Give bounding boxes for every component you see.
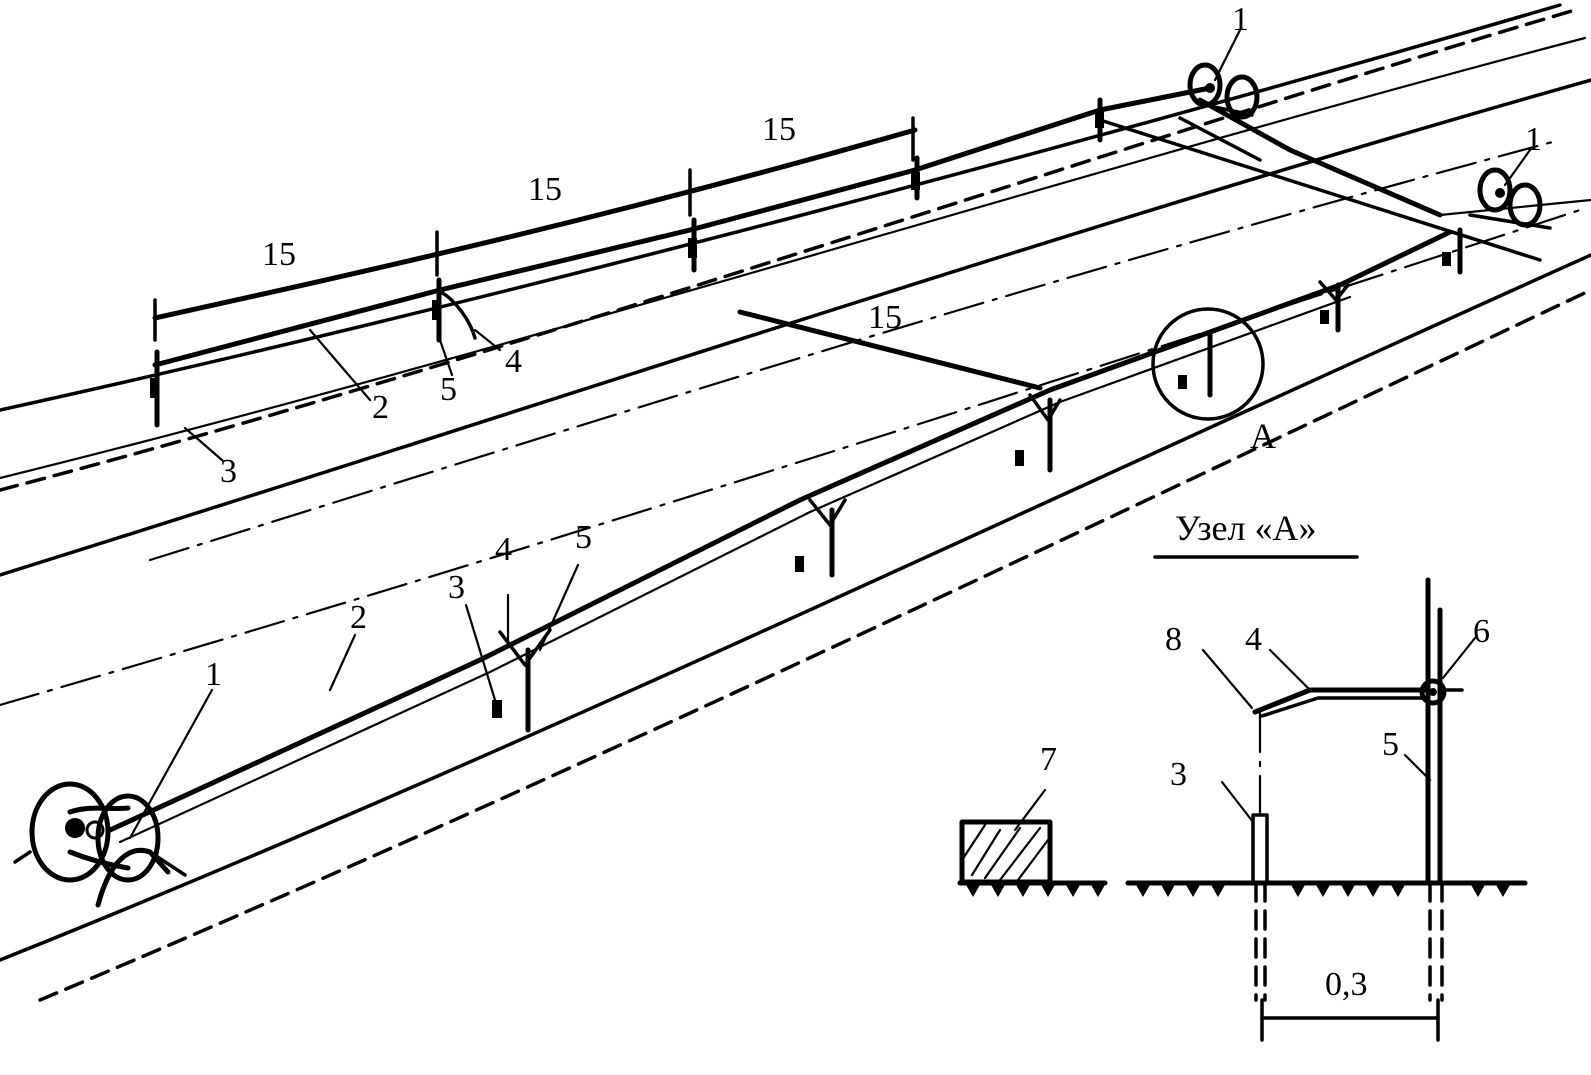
- leader-1-near: [128, 688, 214, 840]
- far-cross-rope: [1197, 97, 1443, 218]
- label-span-3: 15: [762, 111, 796, 148]
- label-3-upper: 3: [220, 453, 237, 490]
- detail-label-5: 5: [1382, 726, 1399, 763]
- leader-3-upper: [183, 426, 224, 462]
- road-centerline-upper: [148, 138, 1562, 562]
- label-5-upper: 5: [440, 371, 457, 408]
- far-solid-edge-2: [0, 36, 1587, 480]
- label-1-far-2: 1: [1525, 121, 1542, 158]
- reel-far-1: [1187, 62, 1260, 120]
- leader-5-lower: [538, 563, 580, 652]
- diagonal-dimension: [737, 309, 1043, 391]
- upper-post-2: [432, 277, 477, 343]
- upper-post-4: [911, 155, 920, 201]
- detail-label-6: 6: [1473, 613, 1490, 650]
- label-node-a: A: [1250, 416, 1276, 456]
- upper-dimension-line: [152, 127, 918, 321]
- lower-post-2: [795, 498, 847, 578]
- label-5-lower: 5: [575, 519, 592, 556]
- cross-line-right: [1098, 118, 1542, 262]
- leader-3-lower: [464, 603, 497, 702]
- leader-lines: [128, 28, 1532, 840]
- leader-1-far-1: [1213, 28, 1242, 82]
- upper-rope: [152, 85, 1213, 368]
- node-a-circle: [1151, 307, 1265, 421]
- ground-hatch: [965, 883, 1511, 897]
- detail-post: [1403, 577, 1444, 1002]
- detail-label-8: 8: [1165, 621, 1182, 658]
- label-1-far-1: 1: [1232, 1, 1249, 38]
- label-span-1: 15: [262, 236, 296, 273]
- far-end-cross: [737, 97, 1443, 391]
- detail-stake: [1220, 710, 1269, 1002]
- detail-dimension: [1260, 998, 1440, 1042]
- far-dashed-edge: [0, 8, 1577, 492]
- lower-post-3: [1015, 393, 1062, 473]
- lower-post-4: [1178, 332, 1213, 398]
- reel-far-2: [1468, 167, 1552, 230]
- label-4-lower: 4: [495, 531, 512, 568]
- detail-label-3: 3: [1170, 756, 1187, 793]
- label-3-lower: 3: [448, 569, 465, 606]
- leader-5-upper: [438, 338, 454, 377]
- upper-post-3: [688, 217, 697, 273]
- far-solid-edge-1: [0, 3, 1562, 412]
- lower-rope-shadow: [118, 295, 1352, 844]
- near-solid-edge: [0, 253, 1591, 962]
- lower-post-5: [1318, 280, 1350, 333]
- lower-rope: [107, 229, 1453, 833]
- detail-dimension-label: 0,3: [1325, 966, 1368, 1003]
- detail-bracket: [1201, 636, 1477, 718]
- road-edges: [0, 3, 1591, 1002]
- main-labels: 15 15 15 15 1 2 3 4 5 2 3 5 4 1 1 A: [205, 1, 1542, 693]
- label-2-lower: 2: [350, 599, 367, 636]
- lower-post-6: [1442, 227, 1463, 275]
- upper-post-5: [1095, 97, 1104, 143]
- reel-near: [13, 781, 187, 908]
- label-span-diagonal: 15: [868, 299, 902, 336]
- detail-label-4: 4: [1245, 621, 1262, 658]
- leader-2-lower: [328, 633, 357, 692]
- detail-title: Узел «A»: [1175, 508, 1317, 548]
- near-dashed-edge: [38, 288, 1591, 1002]
- label-4-upper: 4: [505, 343, 522, 380]
- upper-lane-line: [0, 78, 1591, 577]
- leader-4-upper: [473, 328, 502, 352]
- upper-post-1: [150, 349, 160, 428]
- detail-label-7: 7: [1040, 741, 1057, 778]
- upper-stringline: [150, 85, 1213, 428]
- label-2-upper: 2: [372, 389, 389, 426]
- lower-stringline: [107, 227, 1463, 844]
- curb-block: [959, 788, 1053, 885]
- leader-1-far-2: [1503, 148, 1532, 187]
- detail-node-a: Узел «A»: [957, 508, 1528, 1042]
- label-1-near: 1: [205, 656, 222, 693]
- cross-line-right-2: [1438, 198, 1591, 217]
- leader-2-upper: [308, 328, 372, 402]
- far-cross-rope-2: [1178, 116, 1262, 162]
- label-span-2: 15: [528, 171, 562, 208]
- road-centerline-lower: [0, 208, 1582, 707]
